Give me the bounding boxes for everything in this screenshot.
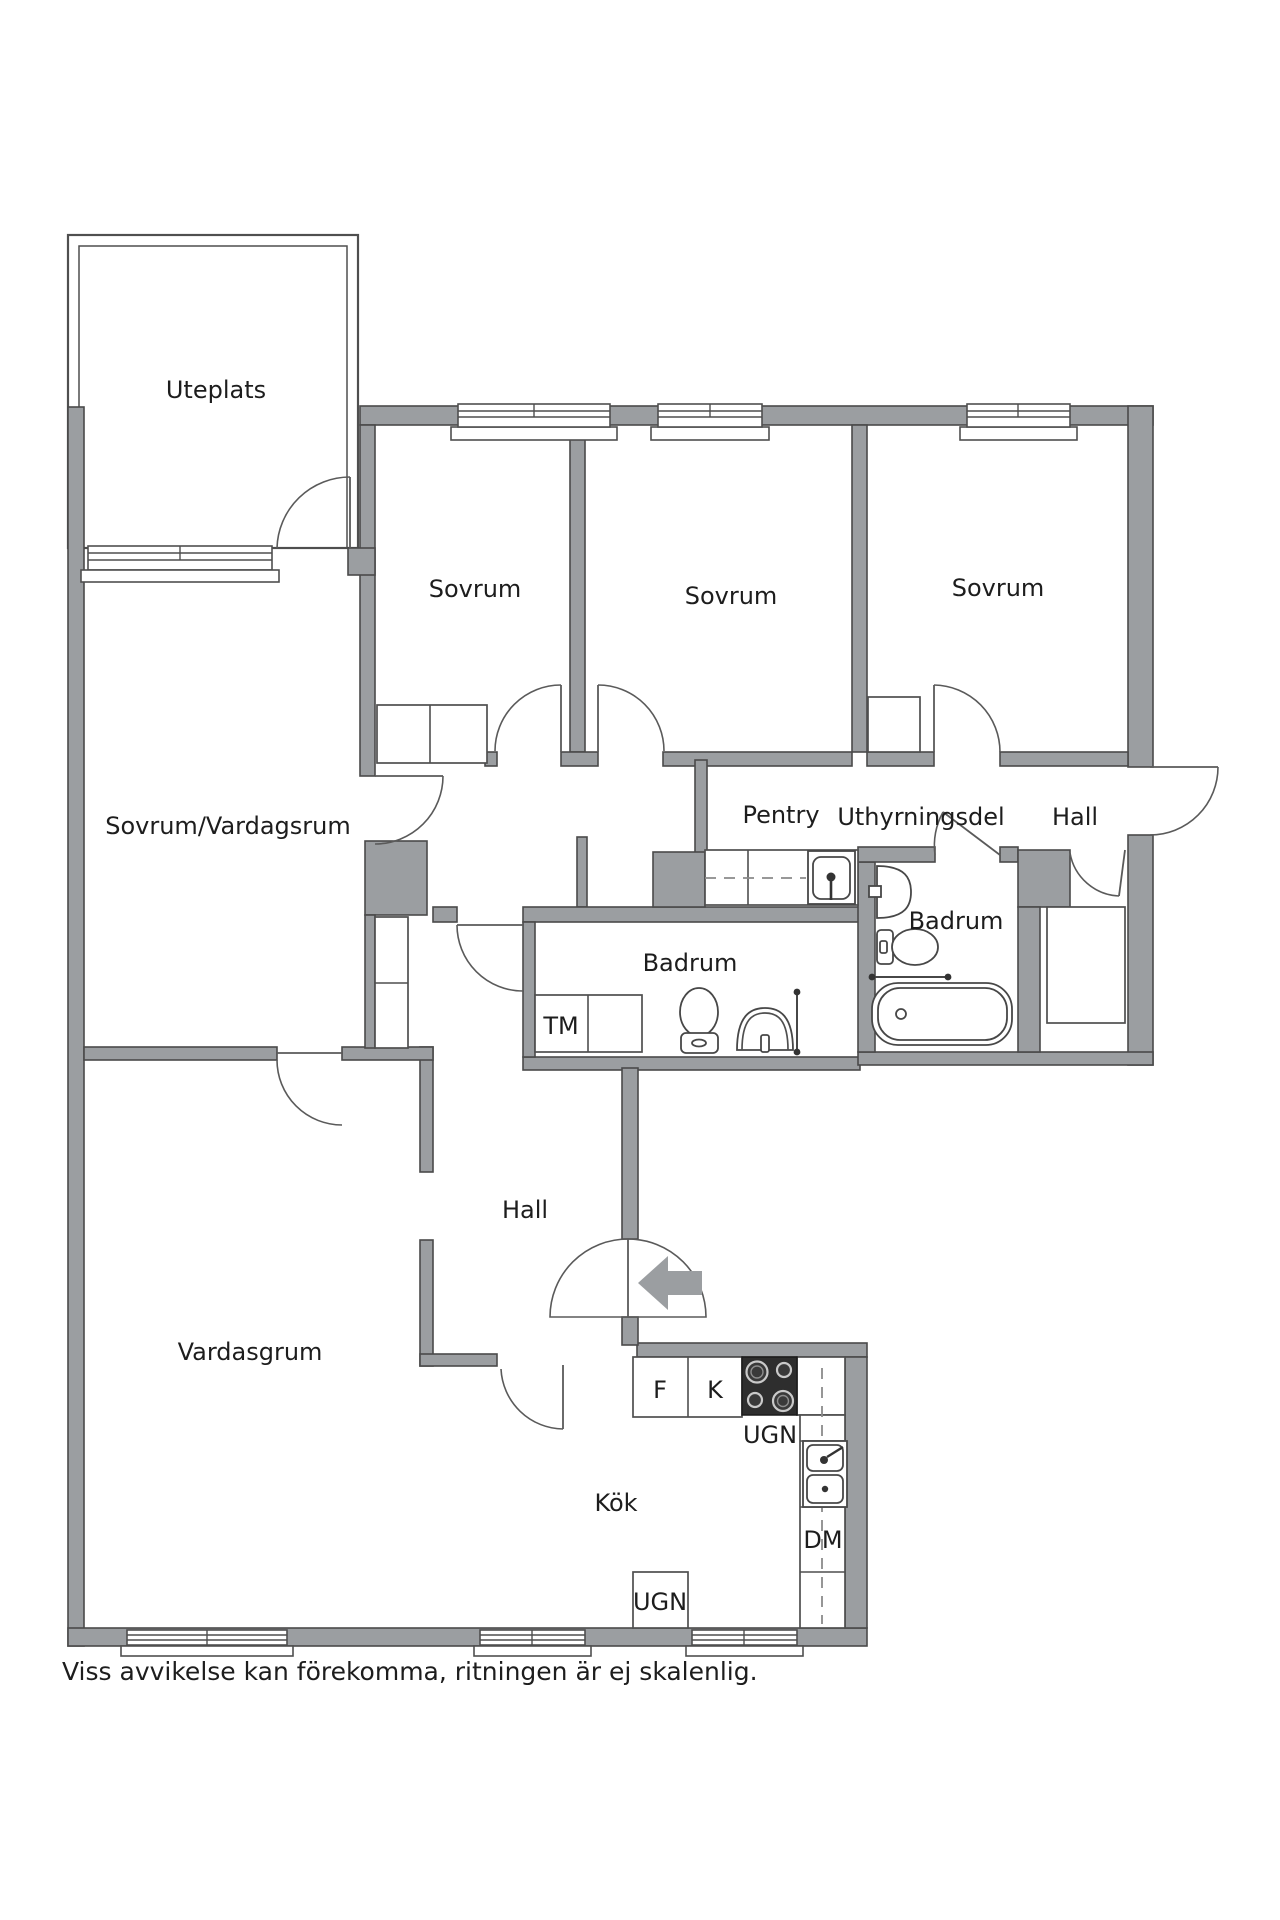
- entry-arrow-icon: [638, 1256, 702, 1310]
- room-label-sovrum-vardagsrum: Sovrum/Vardagsrum: [105, 812, 351, 840]
- kitchen-sink-icon: [802, 1440, 848, 1508]
- entry-swing-door: [549, 1238, 707, 1318]
- washbasin-icon: [868, 865, 912, 919]
- door-uthyrningsdel: [933, 811, 1001, 856]
- room-label-uthyrningsdel: Uthyrningsdel: [837, 803, 1004, 831]
- closet-sovrum1: [376, 704, 488, 764]
- walls: [67, 405, 1154, 1647]
- room-label-hall-upper: Hall: [1052, 803, 1098, 831]
- fixture-label-ugn-stove: UGN: [743, 1421, 797, 1449]
- door-badrum-main: [456, 924, 524, 992]
- door-sovrum2: [597, 684, 665, 752]
- closet-uthyrning-hall: [1046, 906, 1126, 1024]
- window-vardagsrum: [120, 1629, 294, 1657]
- window-sovrum-vardagsrum: [80, 545, 280, 583]
- room-label-sovrum-3: Sovrum: [952, 574, 1045, 602]
- door-uthyrning-closet: [1069, 849, 1126, 897]
- room-label-badrum-main: Badrum: [643, 949, 738, 977]
- door-sovrum3: [933, 684, 1001, 753]
- fixture-label-f: F: [653, 1376, 667, 1404]
- room-label-vardagsrum: Vardasgrum: [178, 1338, 323, 1366]
- pentry-sink-icon: [807, 850, 856, 905]
- window-kok: [685, 1629, 804, 1657]
- shower-rail-uthyrning: [868, 973, 952, 981]
- room-label-uteplats: Uteplats: [166, 376, 266, 404]
- stove-icon: [741, 1356, 798, 1416]
- bathtub-icon: [871, 982, 1013, 1046]
- washer-tm-cabinet: [534, 994, 643, 1053]
- window-hall-south: [473, 1629, 592, 1657]
- room-label-sovrum-1: Sovrum: [429, 575, 522, 603]
- closet-sovrum3: [867, 696, 921, 753]
- window-sovrum2: [650, 403, 770, 441]
- room-label-sovrum-2: Sovrum: [685, 582, 778, 610]
- door-uthyrning-entrance: [1149, 766, 1219, 836]
- room-label-pentry: Pentry: [742, 801, 819, 829]
- window-sovrum3: [959, 403, 1078, 441]
- door-vardagsrum: [276, 1052, 343, 1126]
- room-label-badrum-uthyrning: Badrum: [909, 907, 1004, 935]
- fixture-label-tm: TM: [542, 1012, 578, 1040]
- toilet-uthyrning-icon: [876, 928, 939, 966]
- window-sovrum1: [450, 403, 618, 441]
- bidet-basin-icon: [736, 1007, 794, 1053]
- room-label-hall-entre: Hall: [502, 1196, 548, 1224]
- fixture-label-dm: DM: [803, 1526, 842, 1554]
- door-sovrum1: [494, 684, 562, 752]
- door-uteplats: [276, 476, 351, 549]
- room-label-kok: Kök: [594, 1489, 637, 1517]
- shower-rail-main: [793, 988, 801, 1056]
- toilet-main-icon: [679, 987, 719, 1054]
- disclaimer-text: Viss avvikelse kan förekomma, ritningen …: [62, 1657, 758, 1686]
- door-kok: [500, 1365, 564, 1430]
- closet-hall-strip: [374, 916, 409, 1049]
- fixture-label-k: K: [707, 1376, 724, 1404]
- door-sovrum-vardagsrum: [374, 775, 444, 845]
- fixture-label-ugn-lower: UGN: [633, 1588, 687, 1616]
